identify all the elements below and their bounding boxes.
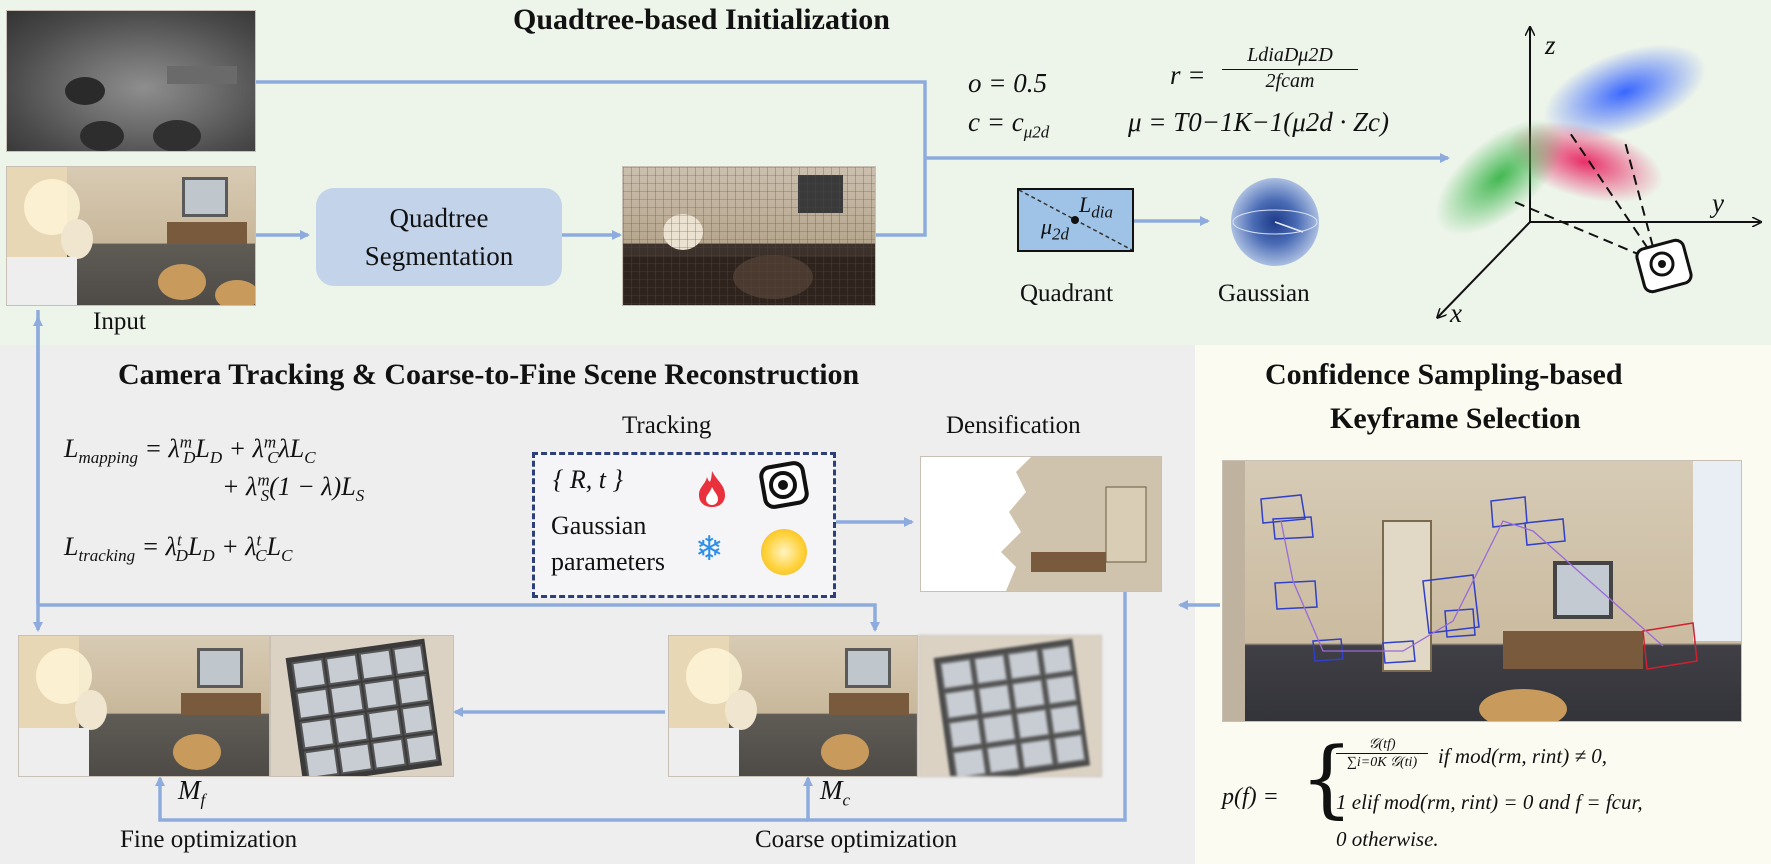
depth-image — [6, 10, 256, 152]
input-image — [6, 166, 256, 306]
tracking-box: { R, t } Gaussian parameters ❄ — [532, 452, 836, 598]
gaussian-sphere — [1231, 178, 1319, 266]
quadrant-shape: Ldia μ2d — [1017, 188, 1134, 252]
axis-z-label: z — [1545, 30, 1556, 60]
gaussian-3d-figure — [1420, 22, 1765, 332]
p-case1-cond: if mod(rm, rint) ≠ 0, — [1438, 744, 1608, 768]
ldia-label: Ldia — [1079, 192, 1113, 222]
p-case2: 1 elif mod(rm, rint) = 0 and f = fcur, — [1336, 790, 1643, 814]
keyframe-image — [1222, 460, 1742, 722]
rt-label: { R, t } — [553, 465, 623, 494]
quadtree-label-line2: Segmentation — [364, 241, 514, 271]
p-equation-brace: { — [1300, 729, 1354, 827]
coarse-image-room — [668, 635, 918, 777]
l-tracking-eq: Ltracking = λtDLD + λtCLC — [64, 530, 293, 565]
tracking-title: Camera Tracking & Coarse-to-Fine Scene R… — [118, 358, 860, 391]
mu-equation: μ = T0−1K−1(μ2d · Zc) — [1128, 107, 1390, 137]
p-case1-fraction: 𝒢(tf) ∑i=0K 𝒢(ti) — [1336, 736, 1428, 771]
fine-optimization-label: Fine optimization — [120, 826, 298, 853]
r-equation-lhs: r = — [1170, 60, 1206, 90]
gaussian-params-line1: Gaussian — [551, 511, 647, 540]
densification-label: Densification — [946, 412, 1081, 439]
r-equation-fraction: LdiaDμ2D 2fcam — [1222, 44, 1358, 93]
m-c-label: Mc — [820, 775, 851, 810]
keyframe-title-line1: Confidence Sampling-based — [1265, 358, 1623, 391]
o-equation: o = 0.5 — [968, 68, 1047, 98]
segmented-image — [622, 166, 876, 306]
m-f-label: Mf — [178, 775, 206, 810]
p-case3: 0 otherwise. — [1336, 827, 1439, 851]
quadtree-label-line1: Quadtree — [389, 203, 489, 233]
init-title: Quadtree-based Initialization — [513, 3, 890, 36]
fire-icon — [699, 471, 725, 507]
coarse-image-window — [918, 635, 1102, 777]
l-mapping-eq-1: Lmapping = λmDLD + λmCλLC — [64, 432, 316, 467]
p-equation-lhs: p(f) = — [1222, 784, 1279, 810]
camera-icon — [1635, 238, 1693, 294]
l-mapping-eq-2: + λmS(1 − λ)LS — [222, 470, 365, 505]
fine-image-room — [18, 635, 270, 777]
axis-y-label: y — [1712, 188, 1724, 218]
sun-icon — [761, 529, 807, 575]
quadtree-segmentation-box: Quadtree Segmentation — [316, 188, 562, 286]
c-equation: c = cμ2d — [968, 107, 1050, 142]
tracking-label: Tracking — [622, 412, 712, 439]
axis-x-label: x — [1450, 298, 1462, 328]
input-label: Input — [93, 308, 146, 335]
snowflake-icon: ❄ — [695, 531, 724, 568]
coarse-optimization-label: Coarse optimization — [755, 826, 958, 853]
camera-icon — [759, 461, 809, 509]
gaussian-label: Gaussian — [1218, 280, 1310, 307]
keyframe-title-line2: Keyframe Selection — [1330, 402, 1581, 435]
fine-image-window — [270, 635, 454, 777]
mu2d-label: μ2d — [1041, 214, 1070, 244]
quadrant-label: Quadrant — [1020, 280, 1114, 307]
gaussian-params-line2: parameters — [551, 547, 666, 576]
densification-image — [920, 456, 1162, 592]
